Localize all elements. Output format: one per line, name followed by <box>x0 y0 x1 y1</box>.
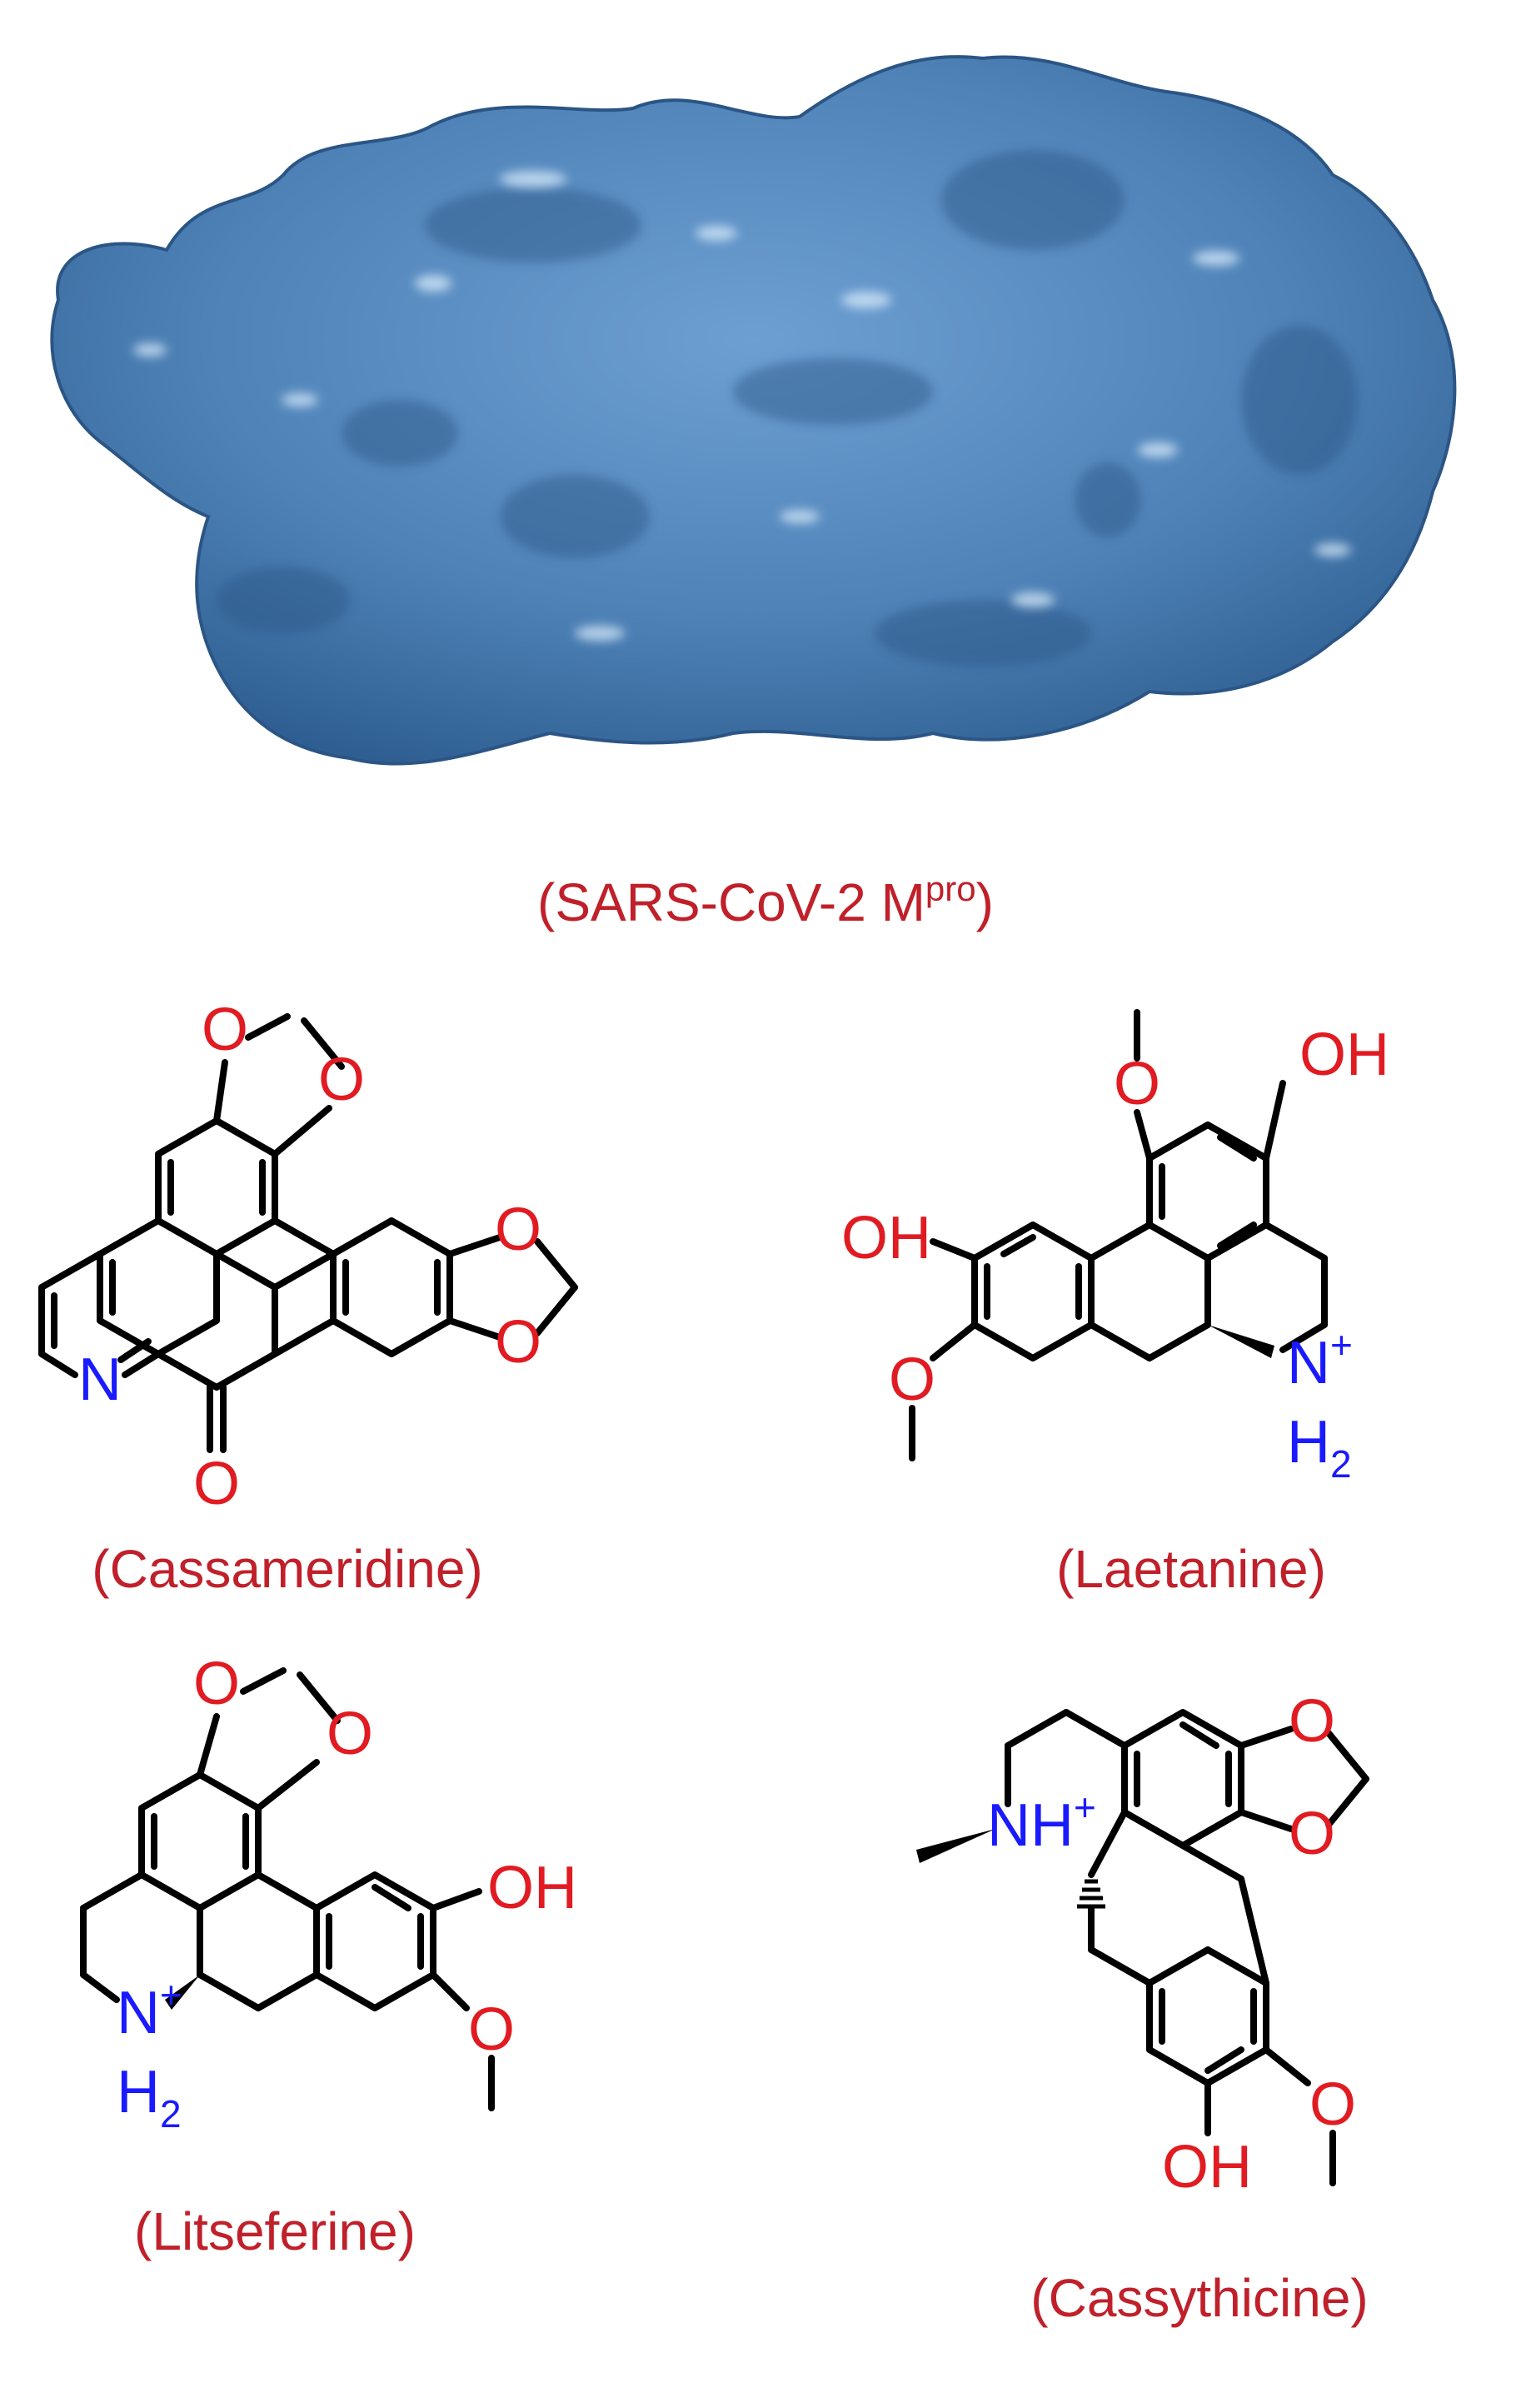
litseferine-caption: (Litseferine) <box>134 2201 416 2261</box>
laetanine-bonds <box>909 1009 1328 1461</box>
cassythicine-methoxy-oxygen: O <box>1309 2071 1356 2138</box>
cassythicine-caption: (Cassythicine) <box>1030 2268 1368 2328</box>
cassythicine-oxygen-2: O <box>1289 1801 1335 1867</box>
cassameridine-oxygen-2: O <box>318 1047 365 1113</box>
laetanine-hydroxyl-top: OH <box>1299 1022 1389 1088</box>
cassameridine-caption: (Cassameridine) <box>92 1539 482 1599</box>
laetanine-plus-charge: + <box>1330 1323 1353 1366</box>
molecule-cassameridine: O O O O O N (Cassameridine) <box>38 997 578 1599</box>
cassameridine-carbonyl-oxygen: O <box>193 1451 240 1517</box>
cassameridine-oxygen-3: O <box>495 1197 541 1263</box>
litseferine-h-subscript: 2 <box>160 2092 182 2136</box>
cassythicine-plus-charge: + <box>1074 1786 1096 1829</box>
cassameridine-oxygen-4: O <box>495 1309 541 1376</box>
litseferine-oxygen-2: O <box>327 1701 373 1767</box>
cassameridine-bonds <box>38 1013 578 1453</box>
laetanine-methoxy-oxygen-top: O <box>1114 1051 1160 1117</box>
laetanine-nitrogen: N+ <box>1287 1323 1353 1396</box>
protein-surface-image <box>50 55 1457 766</box>
protein-caption-superscript: pro <box>925 869 976 908</box>
litseferine-h2: H2 <box>117 2059 182 2136</box>
laetanine-n-label: N <box>1287 1330 1330 1396</box>
cassameridine-oxygen-1: O <box>202 997 248 1063</box>
litseferine-methoxy-oxygen: O <box>468 1996 515 2063</box>
cassythicine-nitrogen: NH+ <box>987 1786 1096 1859</box>
molecule-litseferine: O O OH O N+ H2 (Litseferine) <box>80 1651 577 2261</box>
cassythicine-n-methyl-wedge <box>916 1829 995 1863</box>
cassythicine-nh-label: NH <box>987 1792 1074 1859</box>
protein-caption-main: (SARS-CoV-2 M <box>537 872 925 932</box>
protein-caption: (SARS-CoV-2 Mpro) <box>537 869 994 932</box>
laetanine-wedge-bond <box>1208 1325 1274 1358</box>
litseferine-n-label: N <box>117 1980 160 2046</box>
surface-shading <box>217 150 1358 667</box>
litseferine-h-label: H <box>117 2059 160 2126</box>
laetanine-methoxy-oxygen-bottom: O <box>889 1346 935 1413</box>
laetanine-h-label: H <box>1287 1409 1330 1476</box>
litseferine-oxygen-1: O <box>193 1651 240 1717</box>
cassameridine-nitrogen: N <box>78 1346 122 1413</box>
laetanine-h-subscript: 2 <box>1330 1442 1352 1486</box>
cassythicine-oxygen-1: O <box>1289 1688 1335 1755</box>
litseferine-wedge-bond <box>165 1975 200 2010</box>
cassythicine-hashed-bond <box>1077 1879 1105 1909</box>
laetanine-h2: H2 <box>1287 1409 1352 1486</box>
litseferine-bonds <box>80 1667 495 2111</box>
protein-caption-end: ) <box>976 872 994 932</box>
molecule-cassythicine: O O O OH NH+ (Cassythicine) <box>916 1688 1369 2328</box>
laetanine-hydroxyl-left: OH <box>841 1205 931 1271</box>
litseferine-plus-charge: + <box>160 1973 182 2016</box>
cassythicine-hydroxyl: OH <box>1162 2134 1252 2201</box>
cassythicine-bonds <box>1005 1709 1369 2186</box>
litseferine-hydroxyl: OH <box>487 1855 577 1921</box>
laetanine-caption: (Laetanine) <box>1056 1539 1326 1599</box>
molecule-laetanine: OH O OH O N+ H2 (Laetanine) <box>841 1009 1389 1599</box>
litseferine-nitrogen: N+ <box>117 1973 182 2046</box>
surface-highlights <box>133 171 1351 641</box>
